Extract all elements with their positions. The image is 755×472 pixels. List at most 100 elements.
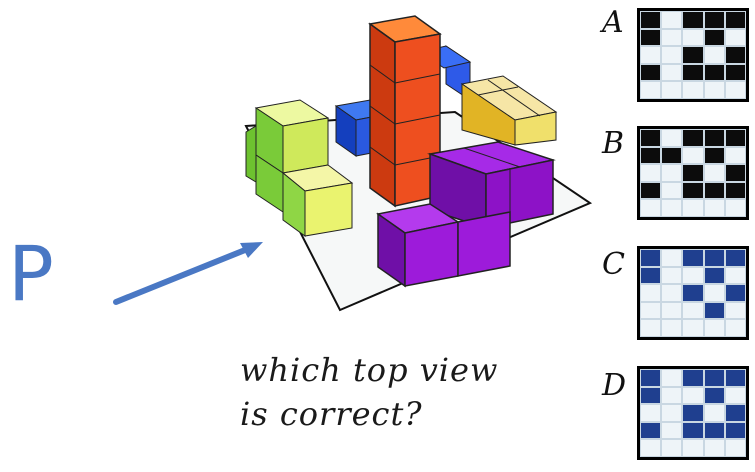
grid-cell (724, 301, 746, 320)
grid-cell (724, 11, 746, 29)
grid-cell (724, 319, 746, 337)
grid-cell (661, 439, 683, 457)
grid-cell (640, 369, 662, 387)
option-d-grid[interactable] (637, 366, 749, 460)
grid-cell (640, 129, 662, 147)
grid-cell (640, 301, 662, 320)
grid-cell (703, 46, 725, 64)
option-b-grid[interactable] (637, 126, 749, 220)
grid-cell (682, 129, 704, 147)
grid-cell (661, 301, 683, 320)
grid-cell (661, 181, 683, 200)
pointer-arrow (113, 242, 263, 305)
grid-cell (703, 63, 725, 82)
grid-cell (640, 249, 662, 267)
grid-cell (661, 249, 683, 267)
grid-cell (640, 266, 662, 285)
grid-cell (661, 129, 683, 147)
grid-cell (640, 181, 662, 200)
grid-cell (661, 28, 683, 47)
grid-cell (724, 181, 746, 200)
grid-cell (724, 81, 746, 99)
option-c-label: C (602, 247, 625, 282)
green-cube-stack (245, 99, 354, 237)
grid-cell (640, 63, 662, 82)
red-cube-tower (368, 15, 442, 208)
grid-cell (661, 266, 683, 285)
question-line-1: which top view (240, 351, 499, 389)
option-a-grid[interactable] (637, 8, 749, 102)
grid-cell (703, 386, 725, 405)
grid-cell (703, 439, 725, 457)
option-d-label: D (602, 368, 627, 403)
grid-cell (640, 11, 662, 29)
grid-cell (724, 164, 746, 182)
grid-cell (682, 319, 704, 337)
grid-cell (640, 199, 662, 217)
grid-cell (661, 386, 683, 405)
grid-cell (661, 199, 683, 217)
grid-cell (682, 266, 704, 285)
grid-cell (682, 404, 704, 422)
grid-cell (724, 421, 746, 440)
grid-cell (703, 129, 725, 147)
grid-cell (682, 249, 704, 267)
grid-cell (703, 421, 725, 440)
grid-cell (703, 164, 725, 182)
question-line-2: is correct? (240, 395, 423, 433)
grid-cell (661, 164, 683, 182)
grid-cell (640, 164, 662, 182)
grid-cell (640, 404, 662, 422)
grid-cell (661, 404, 683, 422)
grid-cell (682, 63, 704, 82)
grid-cell (703, 266, 725, 285)
grid-cell (682, 146, 704, 165)
grid-cell (703, 319, 725, 337)
grid-cell (724, 199, 746, 217)
grid-cell (703, 28, 725, 47)
grid-cell (682, 164, 704, 182)
grid-cell (724, 266, 746, 285)
grid-cell (682, 46, 704, 64)
grid-cell (724, 249, 746, 267)
grid-cell (682, 28, 704, 47)
grid-cell (640, 28, 662, 47)
grid-cell (682, 369, 704, 387)
grid-cell (661, 284, 683, 302)
grid-cell (682, 199, 704, 217)
grid-cell (703, 284, 725, 302)
grid-cell (682, 301, 704, 320)
grid-cell (640, 439, 662, 457)
grid-cell (724, 63, 746, 82)
grid-cell (682, 439, 704, 457)
grid-cell (640, 46, 662, 64)
grid-cell (640, 81, 662, 99)
grid-cell (640, 421, 662, 440)
grid-cell (661, 369, 683, 387)
grid-cell (724, 46, 746, 64)
grid-cell (703, 81, 725, 99)
grid-cell (640, 386, 662, 405)
grid-cell (640, 319, 662, 337)
grid-cell (661, 11, 683, 29)
grid-cell (703, 11, 725, 29)
grid-cell (661, 146, 683, 165)
question-text: which top view is correct? (240, 348, 570, 436)
grid-cell (703, 301, 725, 320)
grid-cell (640, 146, 662, 165)
grid-cell (724, 386, 746, 405)
grid-cell (703, 369, 725, 387)
option-c-grid[interactable] (637, 246, 749, 340)
grid-cell (682, 386, 704, 405)
grid-cell (724, 284, 746, 302)
grid-cell (682, 81, 704, 99)
grid-cell (661, 319, 683, 337)
grid-cell (724, 146, 746, 165)
grid-cell (724, 404, 746, 422)
grid-cell (682, 11, 704, 29)
yellow-cube-stack (460, 75, 558, 146)
grid-cell (682, 181, 704, 200)
grid-cell (661, 63, 683, 82)
grid-cell (661, 81, 683, 99)
grid-cell (724, 28, 746, 47)
